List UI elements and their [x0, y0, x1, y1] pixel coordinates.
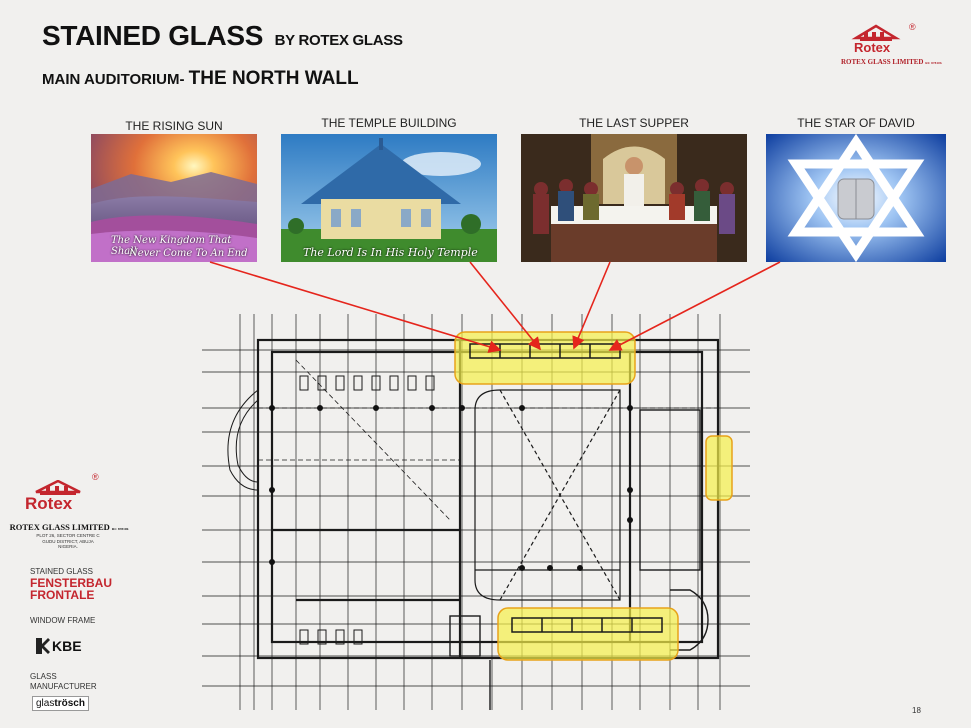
glastrosch-prefix: glas — [36, 698, 55, 709]
page-number: 18 — [912, 706, 921, 715]
panel-label-temple: THE TEMPLE BUILDING — [321, 116, 457, 130]
highlight-south-wall — [497, 607, 679, 661]
title-suffix: BY ROTEX GLASS — [274, 32, 403, 49]
address-line-3: NIGERIA. — [58, 544, 78, 549]
stained-glass-label: STAINED GLASS — [30, 567, 93, 576]
arrow-temple — [469, 261, 542, 351]
rising-sun-caption-line2: Never Come To An End — [129, 248, 248, 259]
address-line-1: PLOT 26, SECTOR CENTRE C — [36, 533, 100, 538]
star-of-david-image — [766, 134, 946, 262]
registered-mark: ® — [909, 22, 916, 32]
top-logo-brand: Rotex — [854, 40, 891, 55]
sidebar-company-name: ROTEX GLASS LIMITED — [9, 522, 110, 532]
glastrosch-logo: glaströsch — [32, 696, 89, 711]
panel-label-star: THE STAR OF DAVID — [797, 116, 915, 130]
kbe-icon — [36, 638, 50, 654]
panel-label-last-supper: THE LAST SUPPER — [579, 116, 689, 130]
arrow-star-of-david — [608, 261, 781, 351]
rising-sun-image: The New Kingdom That Shall Never Come To… — [91, 134, 257, 262]
glass-manufacturer-label: GLASS MANUFACTURER — [30, 672, 97, 692]
subtitle-main: THE NORTH WALL — [188, 68, 359, 89]
highlight-east-wall — [705, 435, 733, 501]
arrow-last-supper — [572, 261, 611, 350]
sidebar-rotex-house-icon — [35, 480, 81, 495]
sidebar-company-suffix: RC 878106 — [111, 527, 129, 531]
sidebar-company: ROTEX GLASS LIMITED RC 878106 — [8, 522, 130, 532]
address-line-2: GUDU DISTRICT, ABUJA — [42, 538, 94, 544]
kbe-logo: KBE — [52, 638, 82, 654]
top-logo-company-suffix: RC 878106 — [925, 61, 942, 65]
glass-label-line1: GLASS — [30, 672, 57, 681]
panel-label-rising-sun: THE RISING SUN — [125, 119, 223, 133]
window-frame-label: WINDOW FRAME — [30, 616, 96, 625]
last-supper-image — [521, 134, 747, 262]
floor-plan — [202, 314, 750, 710]
sidebar-address: PLOT 26, SECTOR CENTRE C GUDU DISTRICT, … — [28, 533, 108, 550]
sidebar-registered: ® — [92, 472, 99, 482]
arrow-rising-sun — [209, 261, 502, 353]
subtitle-prefix: MAIN AUDITORIUM- — [42, 71, 185, 88]
top-logo: ® Rotex ROTEX GLASS LIMITED RC 878106 — [838, 22, 942, 72]
plan-columns — [269, 405, 633, 571]
sidebar-brand: Rotex — [25, 494, 73, 513]
slide-title: STAINED GLASS BY ROTEX GLASS — [42, 20, 403, 52]
title-text: STAINED GLASS — [42, 20, 264, 51]
fensterbau-logo: FENSTERBAU FRONTALE — [30, 577, 112, 601]
fensterbau-line1: FENSTERBAU — [30, 576, 113, 590]
rotex-house-icon — [851, 24, 901, 41]
glastrosch-suffix: trösch — [54, 698, 85, 709]
rising-sun-caption-line1: The New Kingdom That Shall — [111, 235, 232, 257]
slide-subtitle: MAIN AUDITORIUM- THE NORTH WALL — [42, 68, 359, 90]
glass-label-line2: MANUFACTURER — [30, 682, 97, 691]
top-logo-company-name: ROTEX GLASS LIMITED — [841, 58, 924, 66]
sidebar-credits: ® Rotex ROTEX GLASS LIMITED RC 878106 PL… — [8, 470, 130, 720]
top-logo-company: ROTEX GLASS LIMITED RC 878106 — [841, 58, 942, 66]
temple-caption: The Lord Is In His Holy Temple — [303, 246, 478, 259]
temple-building-image: The Lord Is In His Holy Temple — [281, 134, 497, 262]
fensterbau-line2: FRONTALE — [30, 588, 95, 602]
